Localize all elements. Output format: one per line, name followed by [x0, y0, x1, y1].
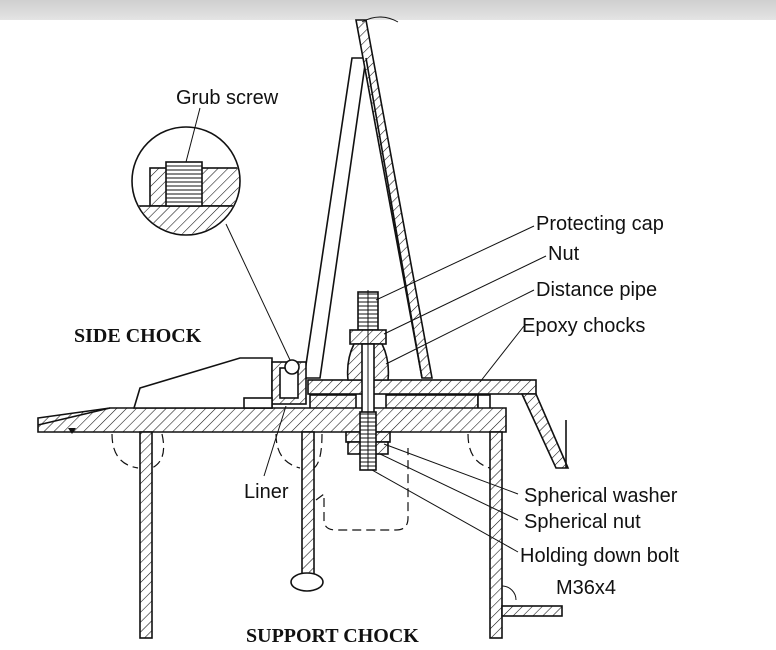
label-epoxy-chocks: Epoxy chocks	[522, 315, 645, 337]
label-bolt-size: M36x4	[556, 577, 616, 599]
holding-down-bolt-assembly	[345, 290, 391, 471]
label-nut: Nut	[548, 243, 580, 265]
label-holding-down-bolt: Holding down bolt	[520, 545, 679, 567]
tank-top-plate	[37, 407, 507, 434]
label-grub-screw: Grub screw	[176, 87, 279, 109]
side-chock	[132, 357, 307, 409]
label-side-chock: SIDE CHOCK	[74, 325, 202, 347]
engine-frame	[303, 16, 433, 379]
hidden-outlines	[111, 433, 491, 531]
label-protecting-cap: Protecting cap	[536, 213, 664, 235]
leader-lines	[263, 225, 547, 553]
support-girders	[139, 431, 563, 639]
label-support-chock: SUPPORT CHOCK	[246, 625, 419, 647]
top-border-strip	[0, 0, 776, 20]
grub-screw-detail	[131, 107, 291, 361]
label-spherical-nut: Spherical nut	[524, 511, 641, 533]
label-liner: Liner	[244, 481, 289, 503]
label-distance-pipe: Distance pipe	[536, 279, 657, 301]
label-spherical-washer: Spherical washer	[524, 485, 678, 507]
